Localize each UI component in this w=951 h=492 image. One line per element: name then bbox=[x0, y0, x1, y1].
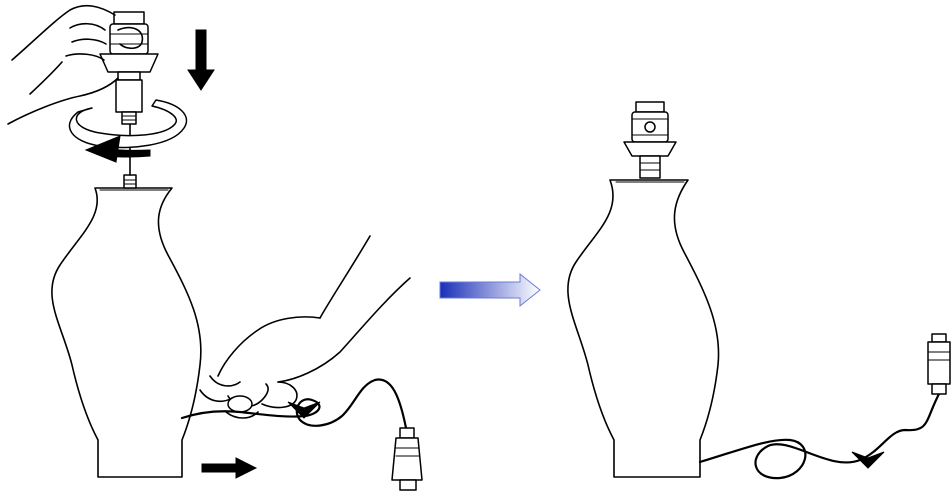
rotate-arrow-icon bbox=[68, 99, 188, 163]
vase-base-icon bbox=[51, 187, 202, 478]
cord-icon bbox=[180, 378, 408, 430]
cord-icon bbox=[698, 390, 942, 480]
down-arrow-icon bbox=[187, 29, 215, 91]
hand-icon bbox=[7, 4, 144, 125]
right-arrow-icon bbox=[201, 457, 258, 479]
gradient-arrow-icon bbox=[439, 272, 541, 308]
hand-icon bbox=[199, 235, 411, 419]
socket-icon bbox=[99, 11, 159, 125]
plug-icon bbox=[391, 427, 423, 491]
vase-base-icon bbox=[567, 179, 720, 478]
assembled-panel bbox=[567, 101, 951, 480]
assembly-panel bbox=[7, 4, 423, 491]
plug-icon bbox=[927, 333, 951, 395]
socket-icon bbox=[623, 101, 677, 179]
